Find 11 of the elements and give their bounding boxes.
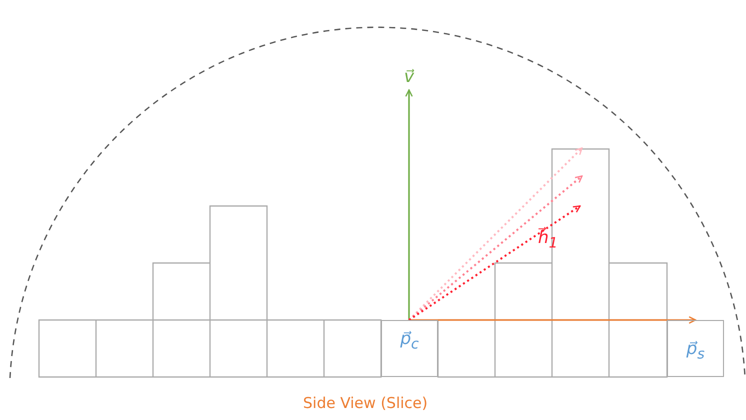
vector-label: p⃗$_{c}$ <box>400 328 419 352</box>
vector-label: h⃗$_{1}$ <box>538 228 558 252</box>
vector-label: p⃗$_{s}$ <box>686 338 705 362</box>
arrow <box>405 89 413 320</box>
arrow <box>409 316 696 324</box>
caption: Side View (Slice) <box>303 394 428 412</box>
arrow <box>408 205 581 321</box>
grid-cell <box>381 320 438 377</box>
grid-cell <box>667 320 724 377</box>
vector-label: v⃗ <box>404 67 414 87</box>
arrow <box>408 175 583 321</box>
